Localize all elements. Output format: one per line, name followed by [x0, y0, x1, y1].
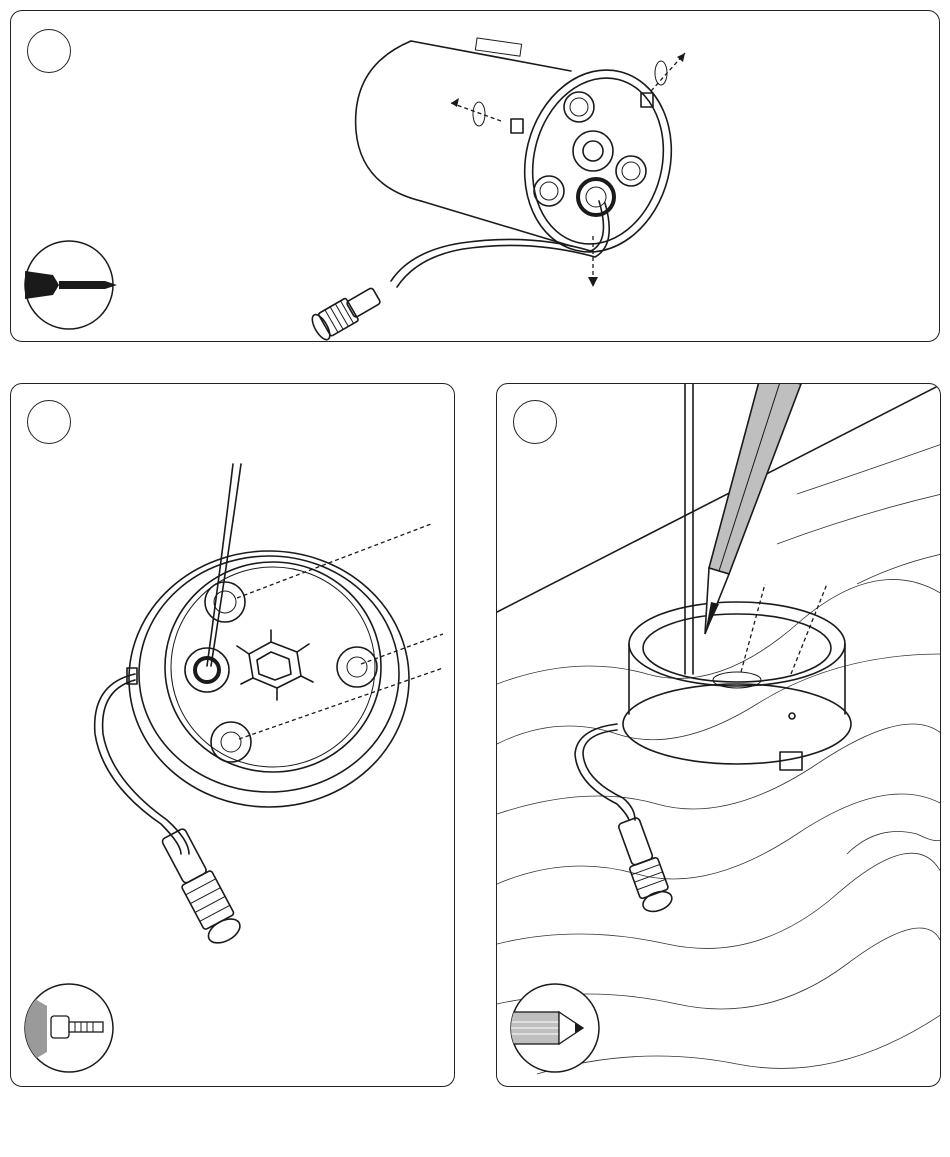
step-1-panel: [10, 10, 940, 342]
power-cable: [95, 464, 241, 854]
power-cable: [575, 384, 693, 820]
end-cap: [506, 54, 690, 267]
fixture-cylinder-illustration: [11, 11, 940, 342]
marking-pencil: [705, 384, 801, 634]
cylinder-body: [356, 38, 571, 246]
base-on-surface: [623, 602, 851, 770]
unscrew-arrows: [451, 53, 685, 287]
drill-icon: [23, 982, 123, 1082]
pencil-icon: [509, 982, 609, 1082]
base-plate: [129, 551, 409, 807]
step-3-panel: [496, 383, 941, 1087]
step-2-panel: [10, 383, 455, 1087]
cable-connector: [158, 826, 244, 948]
cable-connector: [614, 816, 675, 916]
center-hub: [237, 630, 313, 700]
power-cable: [309, 201, 609, 342]
screwdriver-icon: [23, 239, 123, 339]
